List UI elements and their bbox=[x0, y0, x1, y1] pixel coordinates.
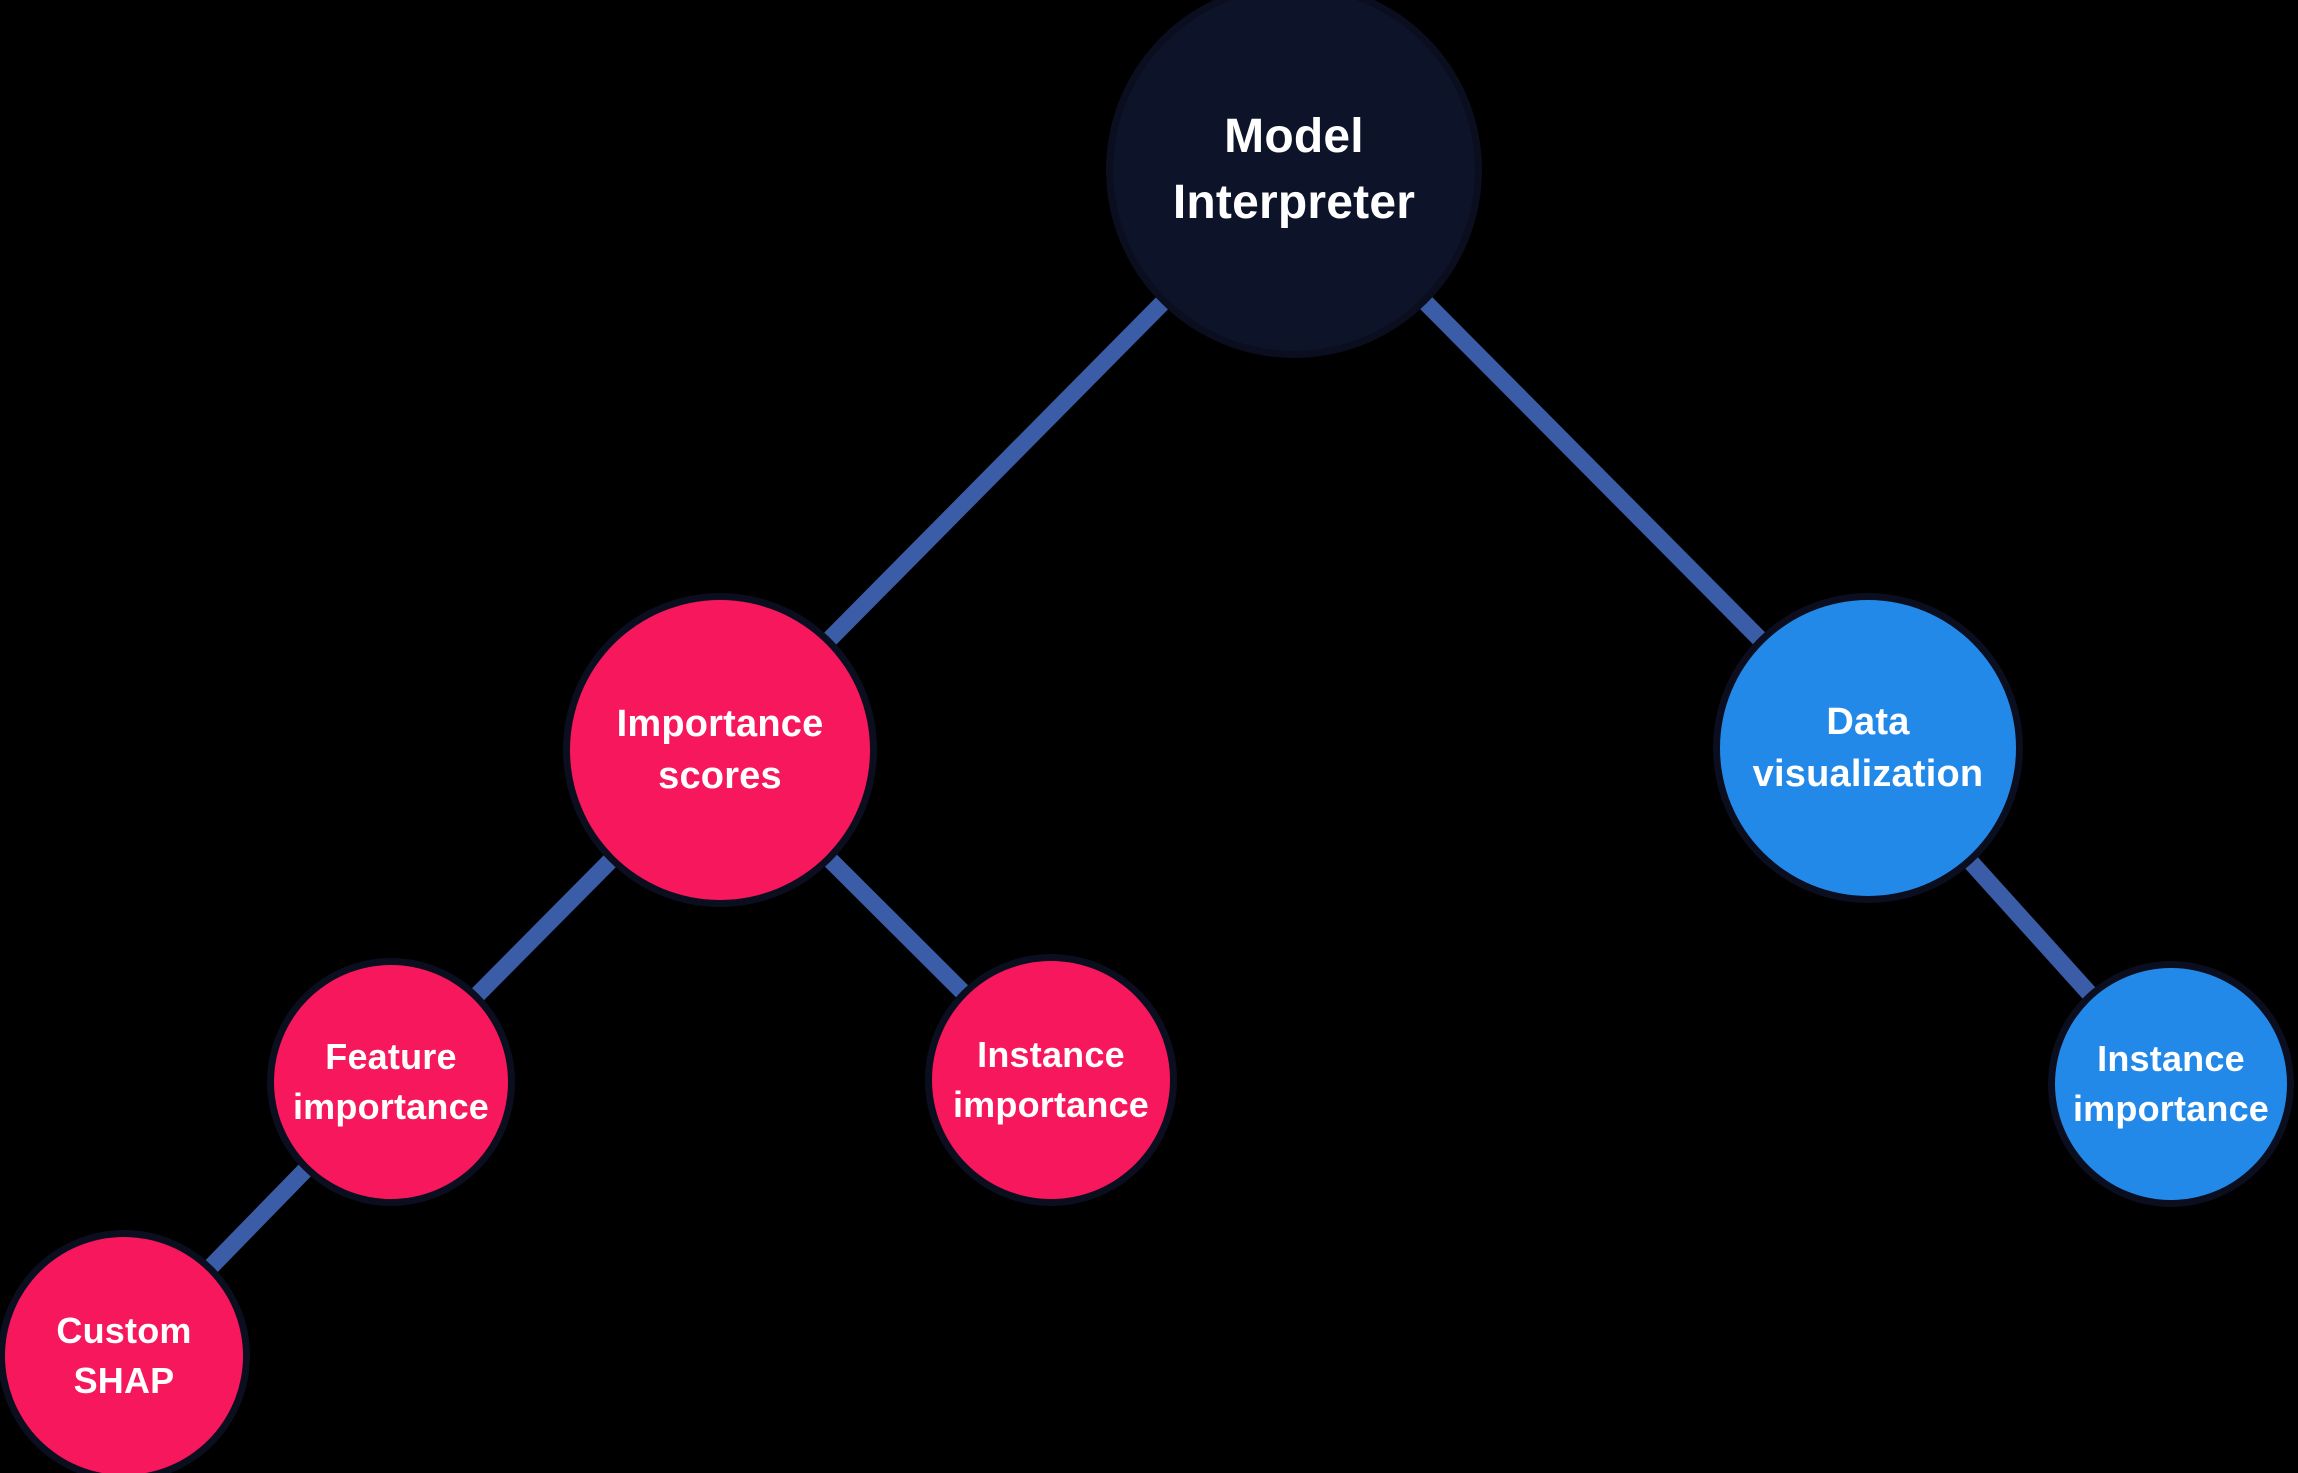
node-label: Importance scores bbox=[616, 702, 824, 797]
node-feature-importance[interactable]: Feature importance bbox=[274, 965, 508, 1199]
node-label: Custom SHAP bbox=[56, 1310, 192, 1401]
node-label: Model Interpreter bbox=[1172, 109, 1416, 229]
node-label: Instance importance bbox=[2072, 1038, 2270, 1129]
node-label: Feature importance bbox=[292, 1036, 490, 1127]
node-label: Data visualization bbox=[1752, 700, 1984, 795]
node-instance-importance-right[interactable]: Instance importance bbox=[2055, 968, 2287, 1200]
node-model-interpreter[interactable]: Model Interpreter bbox=[1113, 0, 1475, 351]
node-data-visualization[interactable]: Data visualization bbox=[1720, 600, 2016, 896]
node-label: Instance importance bbox=[952, 1034, 1150, 1125]
node-custom-shap[interactable]: Custom SHAP bbox=[5, 1237, 243, 1473]
node-importance-scores[interactable]: Importance scores bbox=[570, 600, 870, 900]
node-instance-importance-left[interactable]: Instance importance bbox=[932, 961, 1170, 1199]
